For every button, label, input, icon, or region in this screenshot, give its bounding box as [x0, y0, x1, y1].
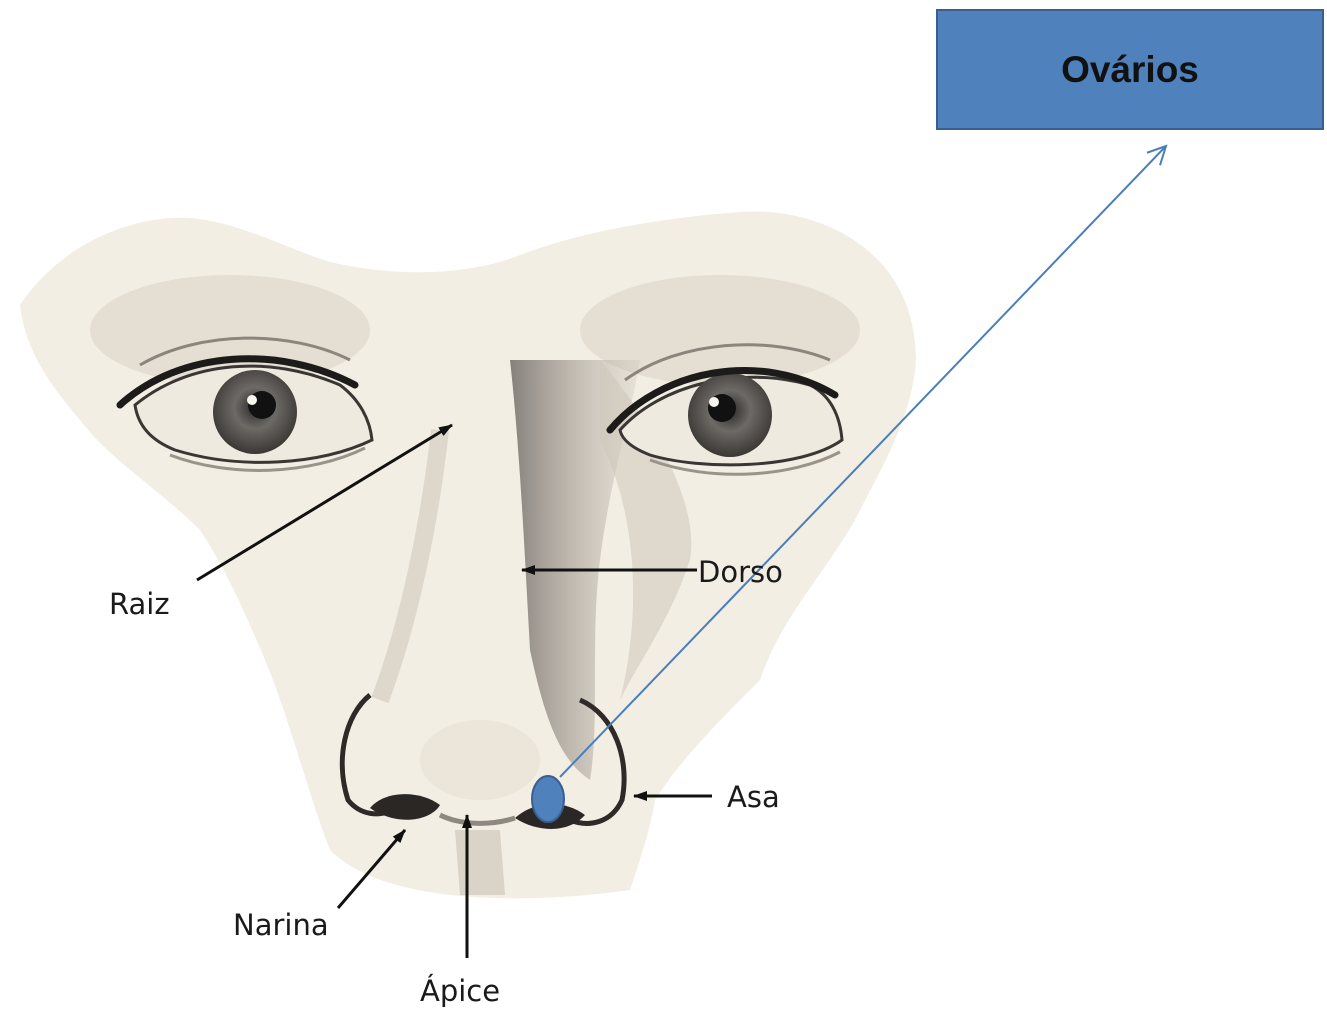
- label-apice: Ápice: [420, 977, 500, 1006]
- ovarios-callout-box: Ovários: [936, 9, 1324, 130]
- philtrum: [455, 830, 505, 895]
- tip-highlight: [420, 720, 540, 800]
- ovarios-marker: [532, 776, 564, 822]
- label-raiz: Raiz: [109, 590, 170, 619]
- right-glint: [709, 397, 719, 407]
- label-asa: Asa: [727, 783, 780, 812]
- ovarios-callout-text: Ovários: [1061, 49, 1199, 91]
- label-narina: Narina: [233, 911, 329, 940]
- left-glint: [247, 395, 257, 405]
- label-dorso: Dorso: [698, 558, 783, 587]
